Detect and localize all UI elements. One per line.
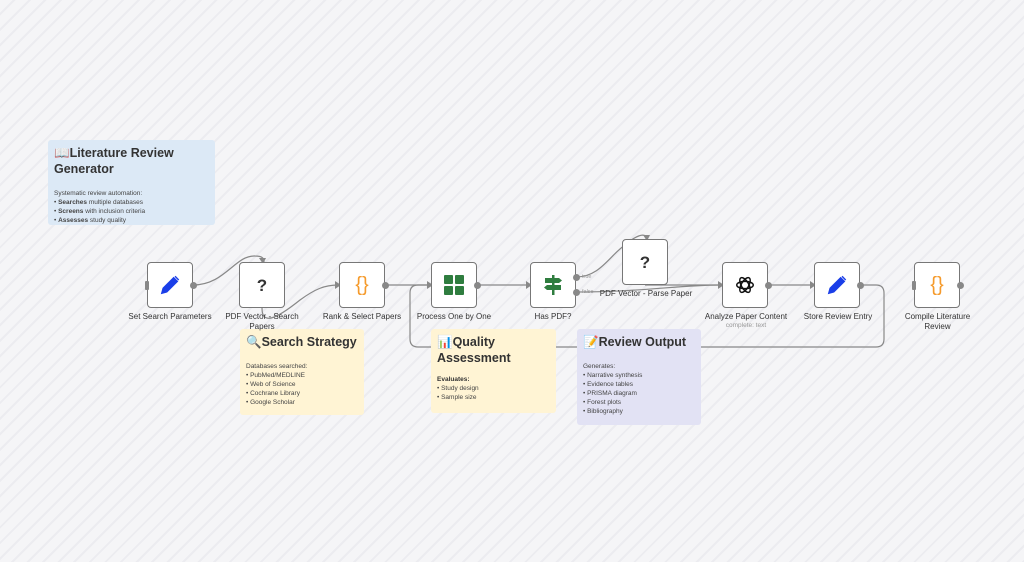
sticky-note-quality-assessment[interactable]: 📊Quality Assessment Evaluates: Study des… xyxy=(431,329,556,413)
node-pdf-vector-search-papers[interactable]: ? xyxy=(239,262,285,308)
sticky-note-review-output[interactable]: 📝Review Output Generates: Narrative synt… xyxy=(577,329,701,425)
output-port[interactable] xyxy=(957,282,964,289)
grid-icon xyxy=(444,275,464,295)
note-item: Sample size xyxy=(437,393,550,402)
note-item: Evidence tables xyxy=(583,380,695,389)
note-item: Bibliography xyxy=(583,407,695,416)
node-label: PDF Vector - Search Papers xyxy=(225,312,299,331)
note-intro: Evaluates: xyxy=(437,376,470,383)
node-label: Analyze Paper Content xyxy=(704,312,788,321)
port-label-true: true xyxy=(582,274,592,280)
output-port-false[interactable] xyxy=(573,289,580,296)
node-set-search-parameters[interactable] xyxy=(147,262,193,308)
signpost-icon xyxy=(544,275,562,295)
node-label: Has PDF? xyxy=(534,312,572,321)
note-title: Quality Assessment xyxy=(437,335,511,365)
node-label: PDF Vector - Parse Paper xyxy=(599,289,693,298)
book-icon: 📖 xyxy=(54,146,70,160)
node-process-one-by-one[interactable] xyxy=(431,262,477,308)
note-intro: Generates: xyxy=(583,363,616,370)
bar-chart-icon: 📊 xyxy=(437,335,453,349)
note-item: Searches multiple databases xyxy=(54,198,209,207)
node-compile-literature-review[interactable]: {} xyxy=(914,262,960,308)
note-item: Assesses study quality xyxy=(54,216,209,225)
code-braces-icon: {} xyxy=(355,274,369,296)
output-port-true[interactable] xyxy=(573,274,580,281)
node-label: Process One by One xyxy=(416,312,492,321)
input-port[interactable] xyxy=(145,281,149,290)
node-analyze-paper-content[interactable] xyxy=(722,262,768,308)
node-rank-select-papers[interactable]: {} xyxy=(339,262,385,308)
output-port[interactable] xyxy=(382,282,389,289)
pencil-icon xyxy=(827,275,847,295)
magnifier-icon: 🔍 xyxy=(246,335,262,349)
note-item: PRISMA diagram xyxy=(583,389,695,398)
sticky-note-search-strategy[interactable]: 🔍Search Strategy Databases searched: Pub… xyxy=(240,329,364,415)
sticky-note-literature-review[interactable]: 📖Literature Review Generator Systematic … xyxy=(48,140,215,225)
node-subtitle: complete: text xyxy=(725,322,767,329)
memo-icon: 📝 xyxy=(583,335,599,349)
node-store-review-entry[interactable] xyxy=(814,262,860,308)
note-item: Narrative synthesis xyxy=(583,371,695,380)
node-has-pdf[interactable] xyxy=(530,262,576,308)
note-title: Review Output xyxy=(598,335,687,349)
node-label: Store Review Entry xyxy=(803,312,873,321)
note-item: Screens with inclusion criteria xyxy=(54,207,209,216)
node-label: Compile Literature Review xyxy=(904,312,971,331)
port-label-false: false xyxy=(582,289,594,295)
input-port[interactable] xyxy=(912,281,916,290)
note-item: Web of Science xyxy=(246,380,358,389)
node-label: Set Search Parameters xyxy=(128,312,212,321)
node-label: Rank & Select Papers xyxy=(322,312,402,321)
pencil-icon xyxy=(160,275,180,295)
edge-search-to-rank xyxy=(261,284,339,319)
output-port[interactable] xyxy=(765,282,772,289)
code-braces-icon: {} xyxy=(930,274,944,296)
note-intro: Systematic review automation: xyxy=(54,190,143,197)
note-item: Cochrane Library xyxy=(246,389,358,398)
node-pdf-vector-parse-paper[interactable]: ? xyxy=(622,239,668,285)
output-port[interactable] xyxy=(190,282,197,289)
note-title: Search Strategy xyxy=(261,335,357,349)
output-port[interactable] xyxy=(857,282,864,289)
note-title: Literature Review Generator xyxy=(54,146,174,176)
question-icon: ? xyxy=(256,275,268,295)
openai-icon xyxy=(736,276,754,294)
note-item: Study design xyxy=(437,384,550,393)
note-item: PubMed/MEDLINE xyxy=(246,371,358,380)
note-item: Google Scholar xyxy=(246,398,358,407)
note-intro: Databases searched: xyxy=(246,363,308,370)
question-icon: ? xyxy=(639,252,651,272)
output-port[interactable] xyxy=(474,282,481,289)
note-item: Forest plots xyxy=(583,398,695,407)
